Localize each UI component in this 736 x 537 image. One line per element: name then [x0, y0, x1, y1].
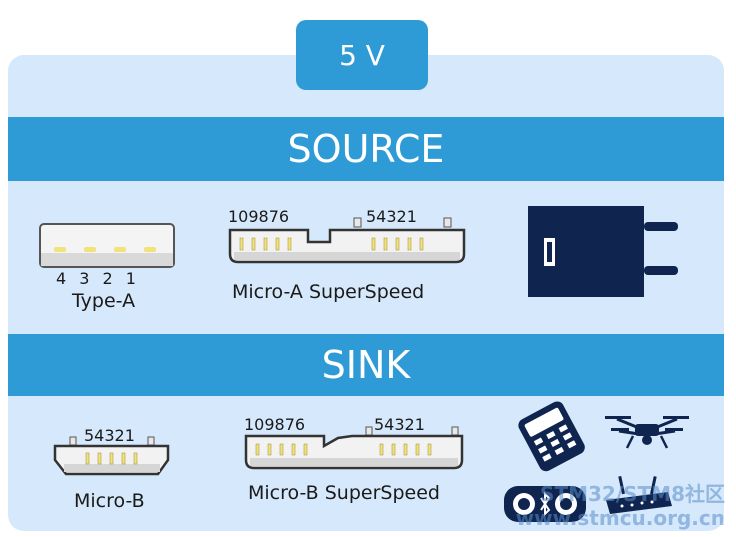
watermark: STM32/STM8社区 www.stmcu.org.cn — [500, 482, 725, 530]
wall-charger-icon — [528, 206, 678, 297]
voltage-tab: 5 V — [296, 20, 428, 90]
micro-b-superspeed-connector-icon — [244, 426, 464, 470]
micro-b-connector-icon — [53, 436, 170, 476]
payment-terminal-icon — [518, 401, 585, 472]
micro-b-ss-pins-right: 54321 — [374, 415, 425, 434]
micro-b-ss-pins-left: 109876 — [244, 415, 306, 434]
type-a-connector-icon — [39, 223, 175, 268]
micro-a-ss-pins-right: 54321 — [366, 207, 417, 226]
router-icon — [606, 475, 672, 514]
type-a-caption: Type-A — [72, 290, 136, 312]
micro-a-ss-pins-left: 109876 — [228, 207, 290, 226]
sink-band: SINK — [8, 334, 724, 396]
source-band: SOURCE — [8, 117, 724, 181]
watermark-line-2: www.stmcu.org.cn — [515, 506, 725, 530]
type-a-pin-numbers: 4 3 2 1 — [56, 269, 136, 288]
micro-b-ss-caption: Micro-B SuperSpeed — [248, 482, 440, 504]
watermark-line-1: STM32/STM8社区 — [540, 482, 725, 506]
micro-a-superspeed-connector-icon — [228, 217, 466, 264]
bluetooth-speaker-icon — [504, 486, 586, 522]
micro-b-pin-numbers: 54321 — [84, 426, 135, 445]
micro-b-caption: Micro-B — [74, 490, 145, 512]
micro-a-ss-caption: Micro-A SuperSpeed — [232, 281, 425, 303]
drone-icon — [605, 416, 689, 449]
